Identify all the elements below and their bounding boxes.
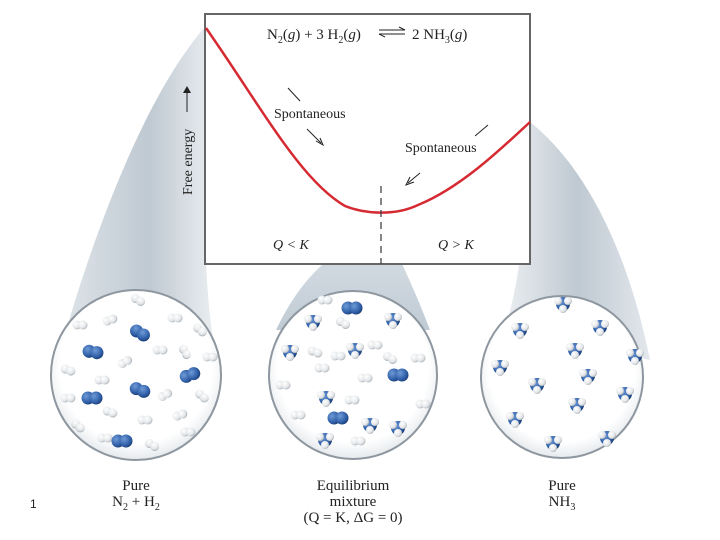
h2-molecule-icon [382,352,398,364]
nh3-molecule-icon [544,436,562,452]
right-label-line2: NH3 [549,494,576,513]
zoom-cone-left [52,27,214,380]
nh3-molecule-icon [506,412,524,428]
h2-molecule-icon [130,294,146,306]
h2-molecule-icon [60,364,76,376]
nh3-molecule-icon [511,323,529,339]
h2-molecule-icon [202,352,218,362]
h2-molecule-icon [193,323,207,337]
nh3-molecule-icon [389,421,407,437]
h2-molecule-icon [275,380,291,390]
h2-molecule-icon [97,433,113,443]
h2-molecule-icon [102,406,118,418]
nh3-molecule-icon [626,349,644,365]
q-greater-than-k-label: Q > K [438,238,475,253]
h2-molecule-icon [350,436,366,446]
page-number: 1 [30,497,37,511]
y-axis-arrow-icon [183,86,191,112]
h2-molecule-icon [137,415,153,425]
nh3-molecule-icon [281,345,299,361]
nh3-molecule-icon [316,433,334,449]
equilibrium-arrows-icon [378,26,406,38]
nh3-molecule-icon [591,320,609,336]
h2-molecule-icon [144,439,160,451]
spontaneous-right-arrow-icon [404,124,489,186]
nh3-molecule-icon [304,315,322,331]
free-energy-curve [204,27,531,214]
nh3-molecule-icon [346,343,364,359]
h2-molecule-icon [317,295,333,305]
reaction-product: 2 NH3(g) [412,27,467,46]
graph-frame [204,13,531,265]
h2-molecule-icon [179,344,191,360]
nh3-molecule-icon [361,418,379,434]
h2-molecule-icon [344,395,360,405]
h2-molecule-icon [60,393,76,403]
nh3-molecule-icon [384,313,402,329]
nh3-molecule-icon [616,387,634,403]
h2-molecule-icon [290,410,306,420]
n2-molecule-icon [341,301,363,315]
sample-circle-middle [268,290,438,460]
h2-molecule-icon [195,389,209,403]
nh3-molecule-icon [317,391,335,407]
h2-molecule-icon [152,345,168,355]
middle-label-line3: (Q = K, ΔG = 0) [303,510,402,526]
nh3-molecule-icon [579,369,597,385]
q-less-than-k-label: Q < K [273,238,310,253]
h2-molecule-icon [330,351,346,361]
h2-molecule-icon [72,320,88,330]
h2-molecule-icon [415,399,431,409]
left-label-line1: Pure [122,478,150,494]
spontaneous-left-arrow-icon [287,87,325,147]
left-label-line2: N2 + H2 [112,494,160,513]
h2-molecule-icon [335,317,351,329]
middle-label-line2: mixture [330,494,377,510]
n2-molecule-icon [82,344,104,360]
n2-molecule-icon [129,382,151,398]
h2-molecule-icon [102,314,118,326]
reaction-equation: N2(g) + 3 H2(g) [267,27,361,46]
spontaneous-left-label: Spontaneous [274,107,346,122]
h2-molecule-icon [157,389,173,401]
h2-molecule-icon [307,346,323,358]
right-label-line1: Pure [548,478,576,494]
middle-label-line1: Equilibrium [317,478,390,494]
h2-molecule-icon [167,313,183,323]
n2-molecule-icon [130,324,150,342]
nh3-molecule-icon [566,343,584,359]
n2-molecule-icon [81,391,103,405]
y-axis-label: Free energy [181,129,196,195]
n2-molecule-icon [387,368,409,382]
h2-molecule-icon [180,427,196,437]
h2-molecule-icon [117,356,133,368]
nh3-molecule-icon [528,378,546,394]
h2-molecule-icon [94,375,110,385]
h2-molecule-icon [172,409,188,421]
sample-circle-right [480,295,644,459]
spontaneous-right-label: Spontaneous [405,141,477,156]
nh3-molecule-icon [568,398,586,414]
h2-molecule-icon [367,340,383,350]
h2-molecule-icon [410,353,426,363]
n2-molecule-icon [327,411,349,425]
n2-molecule-icon [111,434,133,448]
nh3-molecule-icon [554,297,572,313]
nh3-molecule-icon [491,360,509,376]
n2-molecule-icon [179,367,201,383]
nh3-molecule-icon [598,431,616,447]
h2-molecule-icon [357,373,373,383]
h2-molecule-icon [71,419,85,433]
h2-molecule-icon [314,363,330,373]
